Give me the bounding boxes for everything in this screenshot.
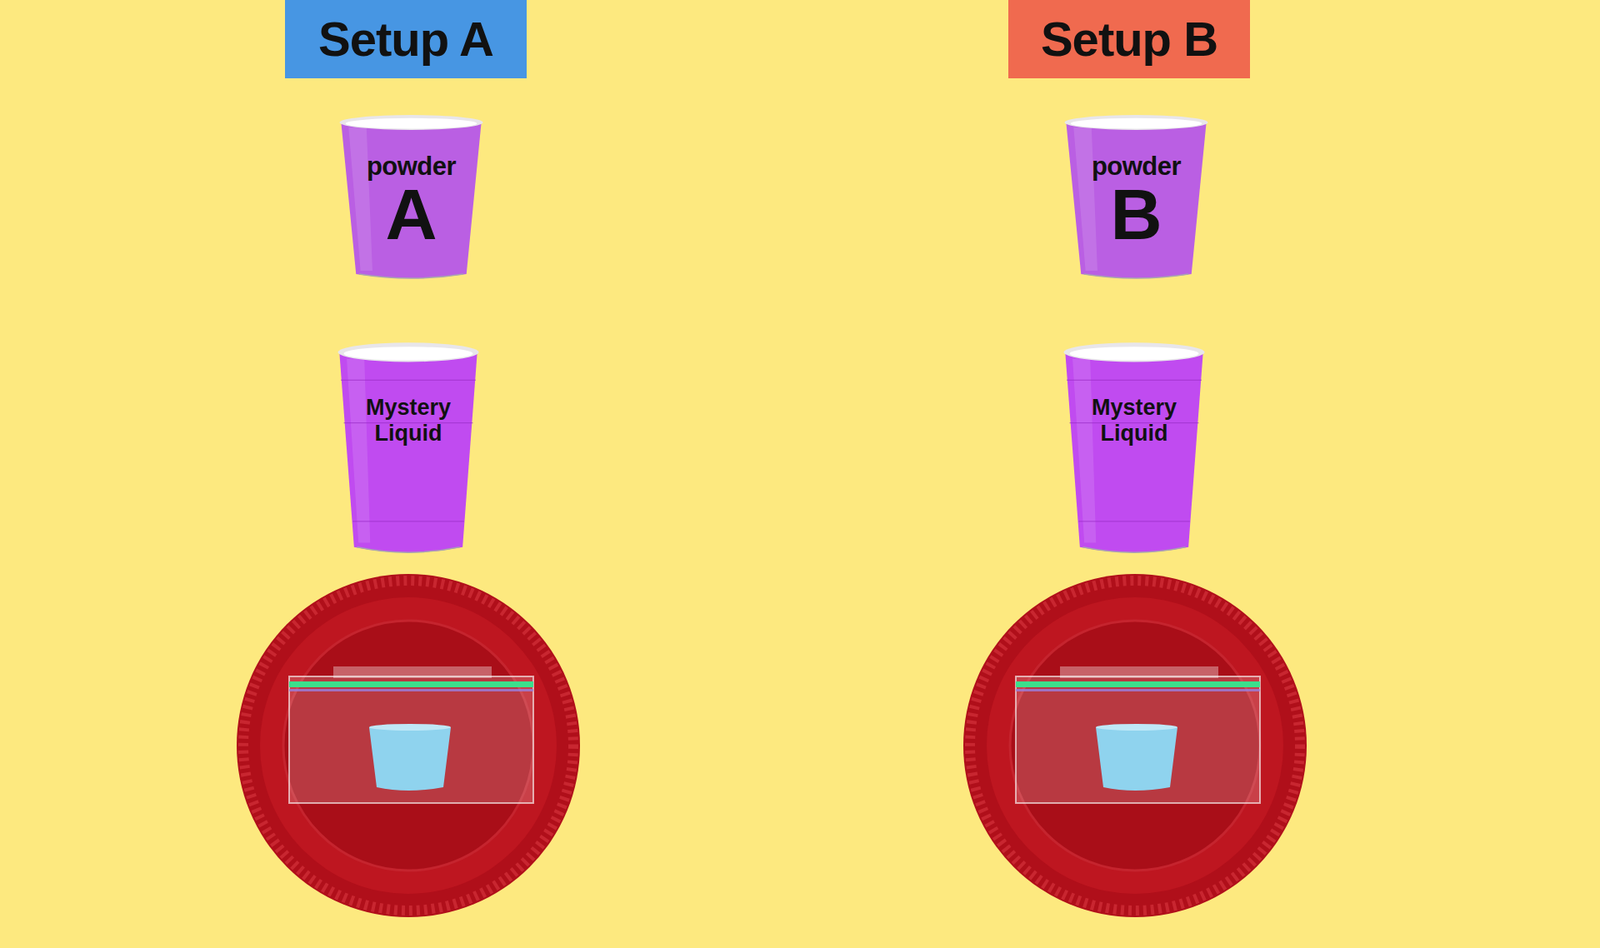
- liquid-cup: Mystery Liquid: [335, 341, 482, 556]
- cup-text: Mystery Liquid: [1060, 395, 1208, 447]
- powder-word: powder: [1091, 153, 1181, 180]
- powder-cup: powderB: [1061, 114, 1211, 281]
- plate-with-bag: [963, 574, 1307, 918]
- cup-text: Mystery Liquid: [335, 395, 482, 447]
- plate-with-bag: [236, 574, 580, 918]
- setup-title: Setup B: [1040, 15, 1218, 64]
- cup-text: powderA: [336, 153, 486, 250]
- liquid-cup: Mystery Liquid: [1060, 341, 1208, 556]
- setup-label: Setup A: [285, 0, 527, 79]
- cup-shape: [335, 341, 482, 556]
- liquid-name: Mystery Liquid: [1080, 395, 1189, 447]
- liquid-name: Mystery Liquid: [354, 395, 463, 447]
- powder-letter: B: [1110, 180, 1162, 250]
- powder-cup: powderA: [336, 114, 486, 281]
- cup-text: powderB: [1061, 153, 1211, 250]
- powder-letter: A: [385, 180, 437, 250]
- setup-title: Setup A: [318, 15, 494, 64]
- setup-label: Setup B: [1008, 0, 1250, 79]
- cup-shape: [1060, 341, 1208, 556]
- powder-word: powder: [366, 153, 456, 180]
